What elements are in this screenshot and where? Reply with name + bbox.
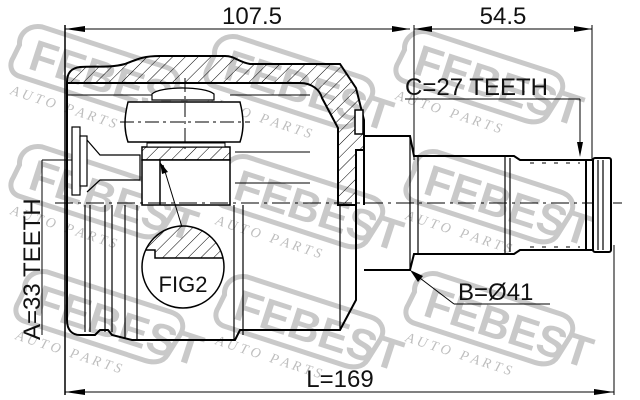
svg-text:A=33 TEETH: A=33 TEETH [19, 198, 46, 340]
dimension-54-5: 54.5 [413, 3, 593, 160]
stub-shaft [364, 135, 612, 271]
boot-stub [41, 126, 141, 335]
tripod-roller [120, 78, 250, 206]
svg-text:C=27 TEETH: C=27 TEETH [405, 74, 548, 101]
dimension-overall-length: L=169 [65, 366, 614, 395]
callout-c-teeth: C=27 TEETH [405, 74, 583, 157]
dim-label-54-5: 54.5 [480, 3, 527, 30]
svg-text:FIG2: FIG2 [159, 272, 208, 297]
housing [66, 55, 365, 341]
svg-text:L=169: L=169 [306, 366, 373, 393]
dim-label-107-5: 107.5 [222, 3, 282, 30]
callout-a-teeth: A=33 TEETH [19, 198, 46, 340]
dimension-107-5: 107.5 [64, 3, 410, 395]
svg-text:B=Ø41: B=Ø41 [458, 279, 533, 306]
callout-b-diameter: B=Ø41 [410, 270, 550, 306]
